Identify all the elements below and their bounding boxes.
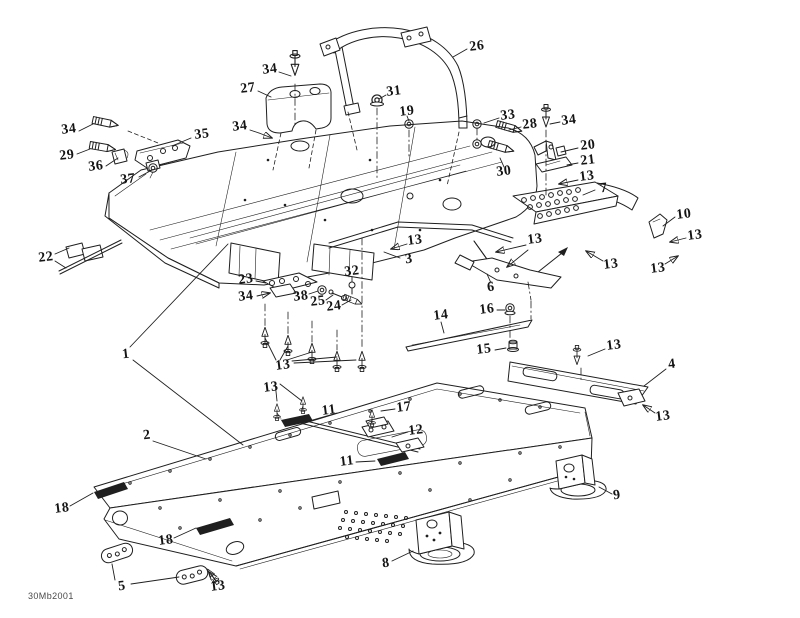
callout-28: 28 — [521, 116, 539, 133]
bumper-bracket-9 — [549, 454, 607, 500]
callout-34: 34 — [231, 118, 249, 135]
callout-38: 38 — [292, 288, 310, 305]
callout-13: 13 — [209, 578, 227, 595]
bumper-bracket-8 — [408, 511, 475, 565]
callout-18: 18 — [157, 532, 175, 549]
callout-13: 13 — [654, 408, 672, 425]
callout-35: 35 — [193, 126, 211, 143]
callout-30: 30 — [495, 163, 513, 180]
callout-13: 13 — [686, 227, 704, 244]
tunnel — [93, 382, 593, 570]
blade-14 — [405, 281, 533, 352]
tunnel-brackets — [273, 396, 425, 466]
callout-29: 29 — [58, 147, 76, 164]
bracket-6 — [454, 240, 568, 289]
callout-18: 18 — [53, 500, 71, 517]
callout-17: 17 — [395, 399, 413, 416]
callout-19: 19 — [398, 103, 416, 120]
callout-10: 10 — [675, 206, 693, 223]
callout-34: 34 — [560, 112, 578, 129]
callout-14: 14 — [432, 307, 450, 324]
callout-13: 13 — [274, 357, 292, 374]
plates-5 — [100, 542, 222, 587]
frame-bulkhead — [104, 120, 538, 289]
strips-18 — [94, 482, 234, 535]
leader-lines — [54, 48, 676, 585]
callout-11: 11 — [338, 453, 355, 470]
callout-13: 13 — [605, 337, 623, 354]
hinge-23 — [262, 237, 364, 349]
strip-4 — [507, 344, 649, 407]
callout-34: 34 — [237, 288, 255, 305]
callout-13: 13 — [578, 168, 596, 185]
bolt-row-13 — [260, 303, 367, 372]
callout-32: 32 — [343, 263, 361, 280]
footrest-plate-7 — [512, 181, 639, 225]
clip-22 — [58, 239, 123, 275]
callout-22: 22 — [37, 249, 55, 266]
callout-12: 12 — [407, 422, 425, 439]
callout-13: 13 — [406, 232, 424, 249]
callout-26: 26 — [468, 38, 486, 55]
callout-16: 16 — [478, 301, 496, 318]
fin-10 — [648, 213, 668, 239]
bracket-20-21 — [533, 129, 573, 197]
callout-23: 23 — [237, 271, 255, 288]
loose-hardware — [88, 49, 551, 179]
callout-31: 31 — [385, 83, 403, 100]
callout-13: 13 — [262, 379, 280, 396]
watermark: 30Mb2001 — [28, 591, 74, 601]
callout-34: 34 — [60, 121, 78, 138]
bracket-27 — [265, 83, 332, 171]
callout-13: 13 — [649, 260, 667, 277]
callout-13: 13 — [602, 256, 620, 273]
callout-11: 11 — [320, 402, 337, 419]
callout-27: 27 — [239, 80, 257, 97]
callout-13: 13 — [526, 231, 544, 248]
callout-33: 33 — [499, 107, 517, 124]
callout-21: 21 — [579, 152, 597, 169]
callout-36: 36 — [87, 158, 105, 175]
callout-15: 15 — [475, 341, 493, 358]
steering-hoop — [319, 26, 468, 187]
callout-34: 34 — [261, 61, 279, 78]
callout-37: 37 — [119, 171, 137, 188]
arrow-leaders — [209, 133, 687, 582]
callout-25: 25 — [309, 293, 327, 310]
callout-24: 24 — [325, 298, 343, 315]
